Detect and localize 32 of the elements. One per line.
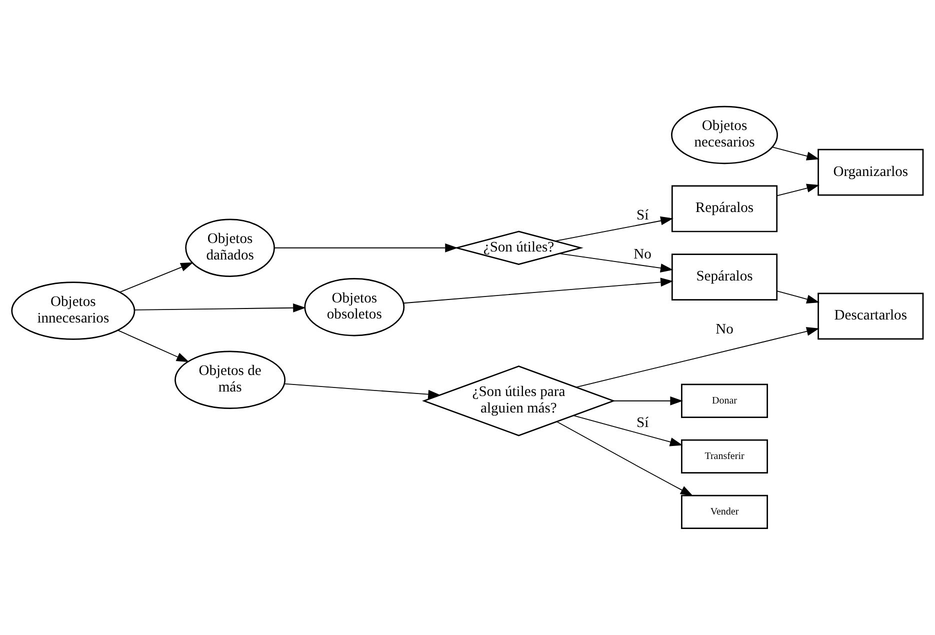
arrow bbox=[573, 415, 683, 446]
arrow bbox=[576, 327, 820, 388]
node-box: Vender bbox=[681, 494, 768, 530]
arrow bbox=[558, 253, 674, 272]
node-box: Transferir bbox=[681, 439, 768, 474]
edge-label: No bbox=[716, 321, 734, 338]
arrow bbox=[134, 303, 306, 312]
node-ellipse: Objetos obsoletos bbox=[304, 278, 405, 336]
node-box: Organizarlos bbox=[818, 148, 924, 196]
arrow bbox=[776, 184, 820, 196]
node-diamond: ¿Son útiles? bbox=[454, 230, 584, 265]
node-ellipse: Objetos innecesarios bbox=[11, 282, 136, 340]
arrow bbox=[284, 383, 441, 399]
edge-label: Sí bbox=[636, 207, 649, 224]
edge-label: Sí bbox=[636, 415, 649, 432]
node-diamond: ¿Son útiles para alguien más? bbox=[422, 366, 616, 436]
arrow bbox=[613, 396, 683, 406]
node-ellipse: Objetos dañados bbox=[185, 218, 275, 277]
arrow bbox=[772, 146, 820, 160]
node-box: Donar bbox=[681, 384, 768, 418]
node-box: Sepáralos bbox=[671, 254, 778, 300]
edge-label: No bbox=[634, 246, 652, 263]
arrow bbox=[274, 243, 458, 252]
node-ellipse: Objetos necesarios bbox=[671, 106, 778, 164]
arrow bbox=[119, 262, 194, 293]
arrow bbox=[117, 330, 190, 362]
arrow bbox=[556, 421, 694, 496]
arrow bbox=[403, 278, 674, 304]
node-box: Repáralos bbox=[671, 185, 778, 232]
arrow bbox=[554, 216, 674, 242]
arrow bbox=[776, 290, 820, 304]
node-box: Descartarlos bbox=[818, 292, 924, 340]
